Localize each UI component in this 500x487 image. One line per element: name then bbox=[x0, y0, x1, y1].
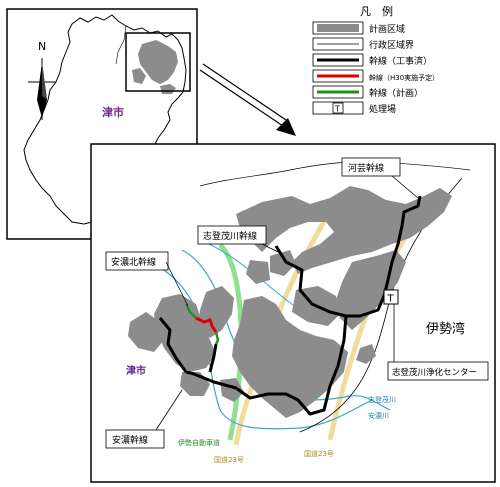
anokita-leader bbox=[165, 261, 189, 307]
coastline bbox=[299, 177, 463, 433]
legend-label-trunk-built: 幹線（工事済） bbox=[369, 55, 432, 67]
shitomogawa-label: 志登茂川幹線 bbox=[203, 230, 257, 242]
plant-label: 志登茂川浄化センター bbox=[392, 367, 477, 378]
ano-trunk bbox=[158, 317, 188, 373]
kawagei-label: 河芸幹線 bbox=[348, 162, 384, 174]
treatment-plant-symbol: T bbox=[387, 294, 395, 305]
expressway-label: 伊勢自動車道 bbox=[178, 438, 220, 447]
north-arrow-icon bbox=[28, 58, 56, 120]
ano-kita-trunk-h30 bbox=[195, 316, 218, 333]
treatment-plant-icon bbox=[383, 289, 399, 305]
kawagei-callout-box bbox=[341, 157, 401, 177]
anokita-callout-box bbox=[105, 251, 169, 271]
route23-label-west: 国道23号 bbox=[214, 455, 244, 464]
ano-kita-trunk-planned-north bbox=[184, 303, 197, 319]
legend-label-planned-area: 計画区域 bbox=[369, 23, 405, 35]
legend-label-trunk-planned: 幹線（計画） bbox=[369, 87, 423, 99]
inset-city-label: 津市 bbox=[102, 105, 124, 119]
ano-river bbox=[147, 261, 373, 430]
kawagei-trunk bbox=[382, 195, 422, 297]
ano-kita-trunk-planned-south bbox=[214, 331, 220, 345]
route23-west bbox=[233, 198, 339, 446]
ano-river-label: 安濃川 bbox=[368, 411, 389, 420]
shitomogawa-leader bbox=[261, 243, 279, 253]
legend-symbol-treatment-plant: T bbox=[334, 105, 340, 114]
anokita-label: 安濃北幹線 bbox=[111, 256, 156, 268]
legend-swatch-planned-area bbox=[317, 24, 359, 32]
ward-boundary bbox=[115, 25, 127, 65]
shitomo-river-label: 志登茂川 bbox=[368, 395, 396, 404]
plant-callout-box bbox=[387, 361, 489, 381]
legend-label-admin-boundary: 行政区域界 bbox=[369, 39, 414, 51]
detail-planned-area bbox=[128, 186, 452, 418]
shitomogawa-trunk bbox=[274, 245, 386, 318]
detail-map: T 河芸幹線 志登茂川幹線 安濃北幹線 安濃幹線 志登茂川浄化センター 伊勢湾 … bbox=[90, 143, 496, 483]
south-trunk bbox=[185, 315, 348, 416]
kawagei-leader bbox=[391, 175, 419, 199]
detail-admin-boundary bbox=[199, 161, 471, 187]
legend-swatch-treatment-plant bbox=[332, 102, 344, 114]
ise-bay-label: 伊勢湾 bbox=[426, 321, 465, 337]
legend: 凡 例 計画区域 行政区域界 幹線（工事済） 幹線（H30実施予定） 幹線（計画… bbox=[312, 4, 439, 115]
ano-label: 安濃幹線 bbox=[112, 434, 148, 446]
ano-leader bbox=[155, 389, 183, 431]
inset-highlight-box bbox=[125, 32, 191, 92]
route23-label-east: 国道23号 bbox=[304, 449, 334, 458]
ano-callout-box bbox=[105, 429, 165, 449]
shitomogawa-callout-box bbox=[197, 225, 267, 245]
legend-label-treatment-plant: 処理場 bbox=[369, 103, 396, 115]
ano-kita-trunk-built bbox=[208, 343, 218, 373]
zoom-arrow-icon bbox=[199, 63, 296, 136]
legend-label-trunk-h30: 幹線（H30実施予定） bbox=[369, 73, 439, 82]
north-label: N bbox=[38, 40, 46, 53]
legend-title: 凡 例 bbox=[360, 4, 393, 18]
detail-city-label: 津市 bbox=[126, 364, 146, 377]
